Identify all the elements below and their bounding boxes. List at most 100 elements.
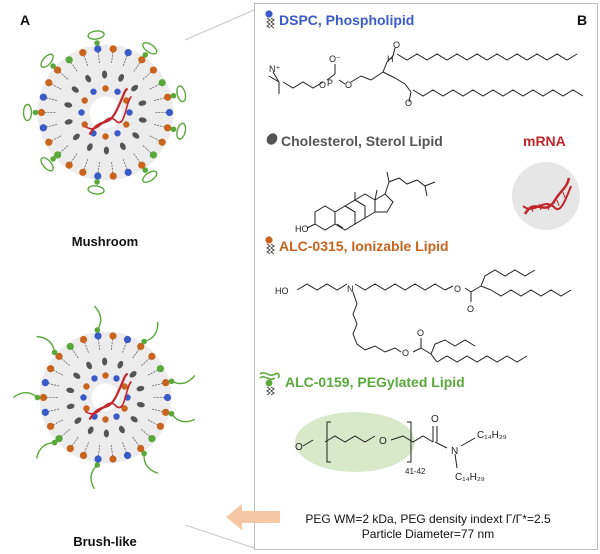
lipid-head	[162, 379, 170, 387]
lipid-head	[47, 365, 55, 373]
alc0159-c14h29-bottom: C₁₄H₂₉	[455, 472, 485, 483]
lipid-tail	[132, 436, 142, 449]
lipid-head	[109, 455, 117, 463]
lipid-head	[94, 45, 102, 53]
lipid-tail	[152, 408, 166, 413]
peg-mushroom	[87, 185, 105, 195]
peg-brush	[36, 335, 56, 353]
lipid-head	[53, 151, 62, 159]
lipid-tail	[45, 382, 59, 387]
lipid-head	[39, 93, 47, 101]
lipid-tail	[43, 124, 58, 129]
mrna-strand	[88, 87, 129, 136]
cholesterol-mark	[118, 425, 125, 434]
lipid-tail	[57, 145, 69, 156]
lipid-tail	[110, 335, 114, 350]
cholesterol-mark	[66, 387, 75, 394]
lipid-head	[123, 451, 132, 460]
lipid-head	[39, 124, 47, 132]
peg-anchor	[170, 126, 177, 133]
lipid-tail	[133, 153, 143, 166]
cholesterol-mark	[130, 416, 138, 423]
peg-brush	[35, 441, 55, 459]
dspc-h: H	[387, 54, 394, 64]
cholesterol-mark	[119, 142, 126, 151]
inner-lipid-head	[123, 121, 130, 128]
cholesterol-mark	[86, 143, 93, 151]
lipid-head	[53, 66, 62, 74]
inner-lipid-head	[78, 109, 85, 116]
cholesterol-mark	[72, 133, 80, 141]
dspc-p: P	[327, 78, 333, 88]
peg-brush	[170, 413, 196, 423]
peg-brush	[13, 392, 38, 399]
alc0159-structure: O O O N 41-42 C₁₄H₂₉ C₁₄H₂₉	[295, 412, 507, 483]
lipid-head	[41, 379, 49, 387]
peg-brush	[90, 464, 98, 490]
alc0159-n: N	[451, 446, 458, 457]
lipid-head	[94, 332, 102, 340]
inner-lipid-head	[114, 130, 121, 137]
lipid-tail	[58, 356, 70, 366]
lipid-head	[148, 352, 156, 360]
peg-anchor	[94, 462, 101, 468]
lipid-head	[37, 108, 46, 117]
lipid-tail	[50, 419, 64, 427]
lipid-head	[66, 342, 74, 351]
peg-anchor	[50, 156, 56, 162]
dspc-o-ester: O	[345, 80, 352, 90]
peg-anchor	[168, 410, 175, 417]
lipid-tail	[97, 445, 101, 460]
lipid-head	[109, 172, 117, 180]
inner-lipid-head	[126, 109, 133, 116]
lipid-tail	[149, 82, 163, 90]
mrna-icon	[512, 162, 580, 230]
peg-brush	[171, 375, 196, 385]
lipid-tail	[111, 162, 114, 177]
peg-anchor	[141, 450, 147, 457]
lipid-tail	[48, 135, 62, 143]
cholesterol-mark	[71, 86, 79, 93]
peg-anchor	[142, 167, 149, 173]
lipid-head	[66, 444, 74, 453]
lipid-tail	[153, 96, 168, 101]
lipid-head	[156, 365, 164, 373]
lipid-head	[163, 393, 172, 402]
alc0159-o-methoxy: O	[295, 442, 303, 453]
dspc-o-top: O	[393, 40, 400, 50]
lipid-head	[55, 352, 63, 360]
lipid-head	[124, 168, 132, 176]
lipid-tail	[83, 339, 89, 353]
cholesterol-mark	[138, 100, 147, 106]
lipid-head	[137, 444, 145, 453]
cholesterol-mark	[117, 360, 124, 369]
mrna-title: mRNA	[523, 133, 566, 149]
particle-core	[91, 383, 120, 412]
lipid-composition-panel: B DSPC, Phospholipid	[254, 3, 598, 550]
lipid-tail	[153, 124, 168, 129]
lipid-head	[158, 138, 166, 146]
inner-lipid-head	[102, 416, 109, 423]
cholesterol-mark	[86, 361, 93, 370]
lipid-tail	[97, 162, 100, 177]
dspc-lipid-icon	[265, 10, 275, 29]
mrna-strand	[85, 380, 133, 415]
cholesterol-mark	[129, 371, 137, 378]
lipid-tail	[48, 82, 62, 90]
cholesterol-lipid-icon	[266, 133, 278, 145]
alc0159-o-ether: O	[379, 436, 387, 447]
peg-anchor	[32, 109, 39, 116]
peg-mushroom	[176, 122, 187, 140]
cholesterol-mark	[103, 146, 110, 155]
lipid-head	[156, 422, 164, 430]
cholesterol-structure: HO	[295, 171, 436, 234]
peg-mushroom	[87, 30, 105, 40]
dspc-o-link: O	[319, 80, 326, 90]
cholesterol-mark	[73, 372, 81, 379]
alc0315-o-1: O	[454, 284, 461, 294]
lipid-head	[41, 408, 49, 416]
cholesterol-mark	[136, 401, 145, 408]
alc0159-repeat-subscript: 41-42	[405, 467, 426, 476]
peg-mushroom	[176, 85, 187, 103]
